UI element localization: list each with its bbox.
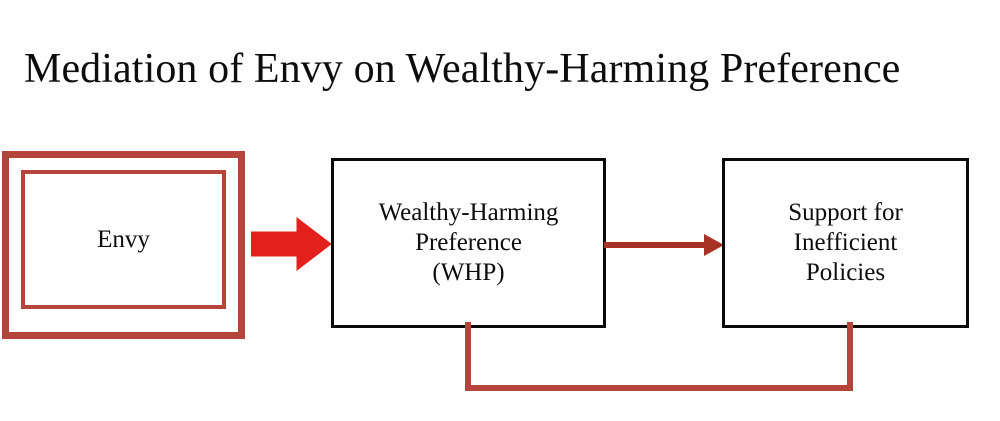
node-wealthy-harming-preference[interactable]: Wealthy-Harming Preference (WHP) — [331, 158, 606, 328]
feedback-elbow-path — [465, 322, 853, 391]
feedback-connector-policies-to-whp — [455, 322, 860, 400]
node-support-inefficient-policies[interactable]: Support for Inefficient Policies — [722, 158, 969, 328]
arrow-envy-to-whp-icon — [250, 216, 332, 272]
thin-arrow-head — [704, 234, 724, 256]
node-whp-label: Wealthy-Harming Preference (WHP) — [378, 199, 559, 286]
page-title: Mediation of Envy on Wealthy-Harming Pre… — [24, 46, 901, 92]
node-envy-inner-frame: Envy — [21, 170, 226, 309]
node-envy[interactable]: Envy — [2, 151, 245, 339]
arrow-whp-to-policies-icon — [604, 228, 724, 262]
node-policies-label: Support for Inefficient Policies — [788, 199, 903, 286]
node-envy-label: Envy — [97, 225, 150, 253]
thick-arrow-shape — [250, 216, 332, 272]
